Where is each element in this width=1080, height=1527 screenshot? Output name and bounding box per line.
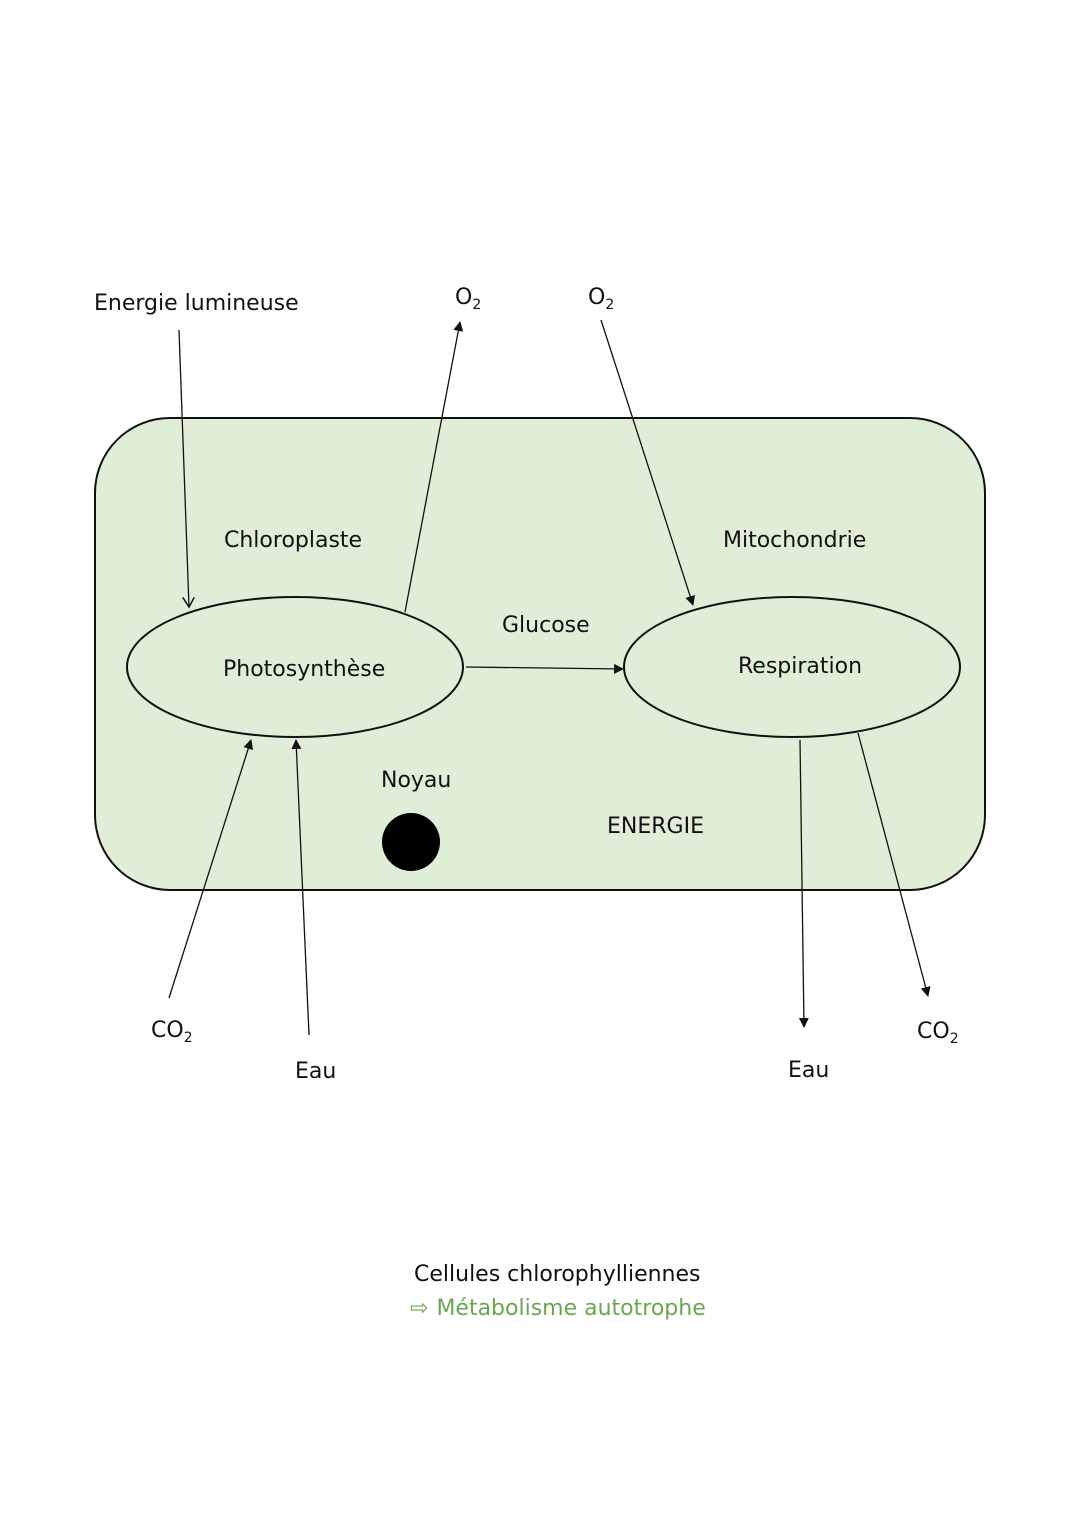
water-out-arrow xyxy=(798,739,809,1028)
glucose-arrow xyxy=(465,663,624,674)
o2-in-symbol: O xyxy=(588,285,605,310)
caption-conclusion: ⇨ Métabolisme autotrophe xyxy=(410,1296,706,1321)
nucleus-label: Noyau xyxy=(381,768,451,793)
co2-out-subscript: 2 xyxy=(950,1031,959,1047)
light-energy-arrow xyxy=(178,329,189,607)
o2-out-arrow xyxy=(404,321,464,613)
cell-body xyxy=(94,417,986,891)
glucose-label: Glucose xyxy=(502,613,590,638)
o2-in-arrow xyxy=(600,319,695,606)
chloroplast-label: Chloroplaste xyxy=(224,528,362,553)
co2-in-arrow xyxy=(168,739,254,999)
mitochondria-label: Mitochondrie xyxy=(723,528,866,553)
chloroplast-ellipse xyxy=(126,596,464,738)
co2-out-label: CO2 xyxy=(917,1019,959,1047)
o2-in-subscript: 2 xyxy=(605,297,614,313)
co2-out-arrow xyxy=(857,732,931,997)
o2-out-subscript: 2 xyxy=(472,297,481,313)
mitochondria-ellipse xyxy=(623,596,961,738)
caption-conclusion-text: Métabolisme autotrophe xyxy=(436,1296,705,1321)
co2-in-symbol: CO xyxy=(151,1018,184,1043)
energy-label: ENERGIE xyxy=(607,814,704,839)
co2-in-label: CO2 xyxy=(151,1018,193,1046)
water-in-label: Eau xyxy=(295,1059,336,1084)
nucleus-dot xyxy=(382,813,440,871)
co2-in-subscript: 2 xyxy=(184,1030,193,1046)
light-energy-label: Energie lumineuse xyxy=(94,291,299,316)
o2-in-label: O2 xyxy=(588,285,614,313)
water-out-label: Eau xyxy=(788,1058,829,1083)
o2-out-symbol: O xyxy=(455,285,472,310)
right-arrow-icon: ⇨ xyxy=(410,1296,428,1321)
respiration-label: Respiration xyxy=(738,654,862,679)
co2-out-symbol: CO xyxy=(917,1019,950,1044)
o2-out-label: O2 xyxy=(455,285,481,313)
caption-title: Cellules chlorophylliennes xyxy=(414,1262,700,1287)
water-in-arrow xyxy=(291,739,310,1036)
photosynthesis-label: Photosynthèse xyxy=(223,657,385,682)
